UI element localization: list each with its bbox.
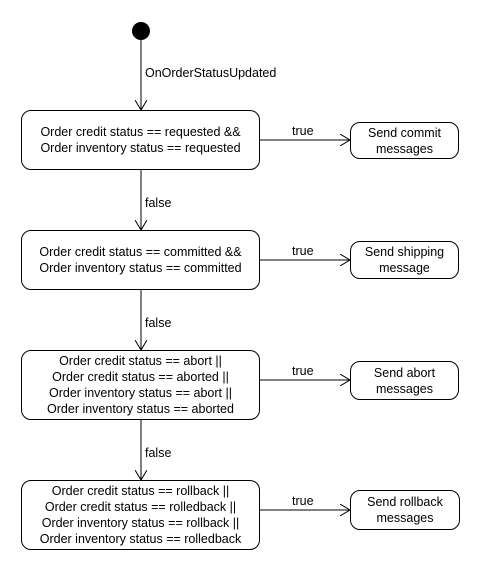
true-label: true — [292, 124, 314, 138]
condition-box-committed: Order credit status == committed && Orde… — [21, 230, 260, 290]
start-event-label: OnOrderStatusUpdated — [145, 66, 277, 80]
condition-line: Order credit status == rollback || — [51, 484, 230, 498]
true-label: true — [292, 244, 314, 258]
action-line: Send shipping — [364, 245, 445, 259]
condition-line: Order credit status == requested && — [40, 125, 241, 139]
condition-line: Order inventory status == aborted — [47, 402, 234, 416]
condition-line: Order credit status == rolledback || — [44, 500, 237, 514]
condition-line: Order inventory status == requested — [40, 141, 241, 155]
action-line: message — [379, 261, 430, 275]
start-node — [132, 22, 150, 40]
true-label: true — [292, 364, 314, 378]
false-label: false — [145, 316, 172, 330]
condition-box-abort: Order credit status == abort || Order cr… — [21, 350, 260, 420]
action-line: Send rollback — [367, 495, 443, 509]
action-line: Send commit — [368, 125, 441, 140]
false-label: false — [145, 196, 172, 210]
action-box-commit: Send commit messages — [350, 122, 459, 159]
action-line: messages — [376, 141, 433, 156]
action-line: Send abort — [373, 365, 436, 380]
condition-line: Order credit status == committed && — [39, 245, 242, 259]
action-line: messages — [376, 511, 434, 525]
action-line: messages — [376, 381, 433, 396]
condition-box-requested: Order credit status == requested && Orde… — [21, 110, 260, 170]
condition-line: Order credit status == aborted || — [52, 370, 229, 384]
condition-line: Order inventory status == abort || — [49, 386, 232, 400]
action-box-abort: Send abort messages — [350, 361, 459, 400]
action-box-rollback: Send rollback messages — [350, 490, 460, 530]
condition-line: Order credit status == abort || — [59, 354, 222, 368]
condition-box-rollback: Order credit status == rollback || Order… — [21, 480, 260, 550]
true-label: true — [292, 494, 314, 508]
false-label: false — [145, 446, 172, 460]
action-box-shipping: Send shipping message — [350, 241, 459, 279]
condition-line: Order inventory status == committed — [39, 261, 242, 275]
condition-line: Order inventory status == rollback || — [41, 516, 240, 530]
condition-line: Order inventory status == rolledback — [39, 532, 242, 546]
